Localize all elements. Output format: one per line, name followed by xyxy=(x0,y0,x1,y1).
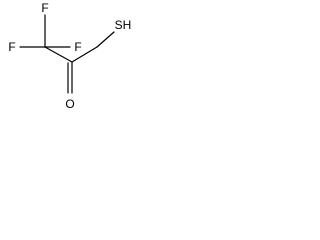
atom-f-left: F xyxy=(8,40,15,54)
bond-carbonyl-ch2 xyxy=(71,46,98,63)
atom-f-right: F xyxy=(74,40,81,54)
bond-ch2-sulfur xyxy=(96,31,115,48)
chemical-structure-diagram: F F F O SH xyxy=(8,1,132,111)
atom-oxygen: O xyxy=(65,97,74,111)
atom-thiol: SH xyxy=(115,18,132,32)
bond-cf3-carbonyl xyxy=(44,46,73,63)
atom-f-top: F xyxy=(41,1,48,15)
